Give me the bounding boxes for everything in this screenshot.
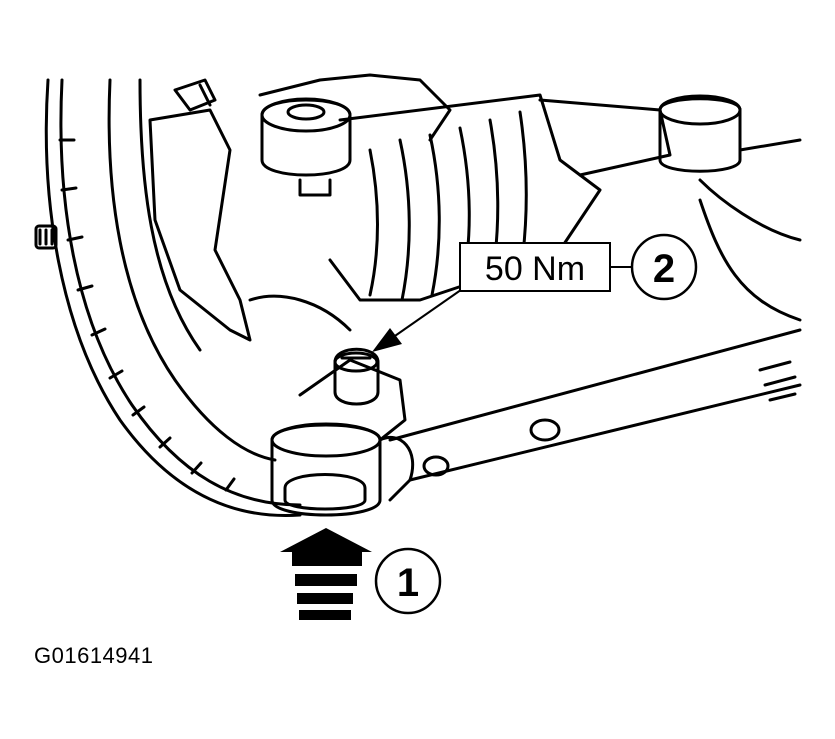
lower-control-arm xyxy=(388,178,802,482)
steering-knuckle xyxy=(148,73,452,342)
wheel-stud xyxy=(34,224,58,250)
upward-arrow-icon xyxy=(280,528,372,620)
callout-1: 1 xyxy=(374,547,442,615)
pinch-bolt xyxy=(333,347,380,406)
brake-disc xyxy=(44,78,302,518)
callout-2-pointer-arrow xyxy=(372,284,469,352)
callout-2: 2 xyxy=(630,233,698,301)
callout-2-number: 2 xyxy=(653,247,675,291)
ball-joint-assembly xyxy=(270,358,415,517)
callout-1-number: 1 xyxy=(397,561,419,605)
rear-bushing xyxy=(658,94,802,173)
figure-id-label: G01614941 xyxy=(34,643,154,668)
upper-bushing xyxy=(260,97,352,197)
torque-label: 50 Nm xyxy=(459,242,632,292)
torque-value: 50 Nm xyxy=(485,250,585,288)
